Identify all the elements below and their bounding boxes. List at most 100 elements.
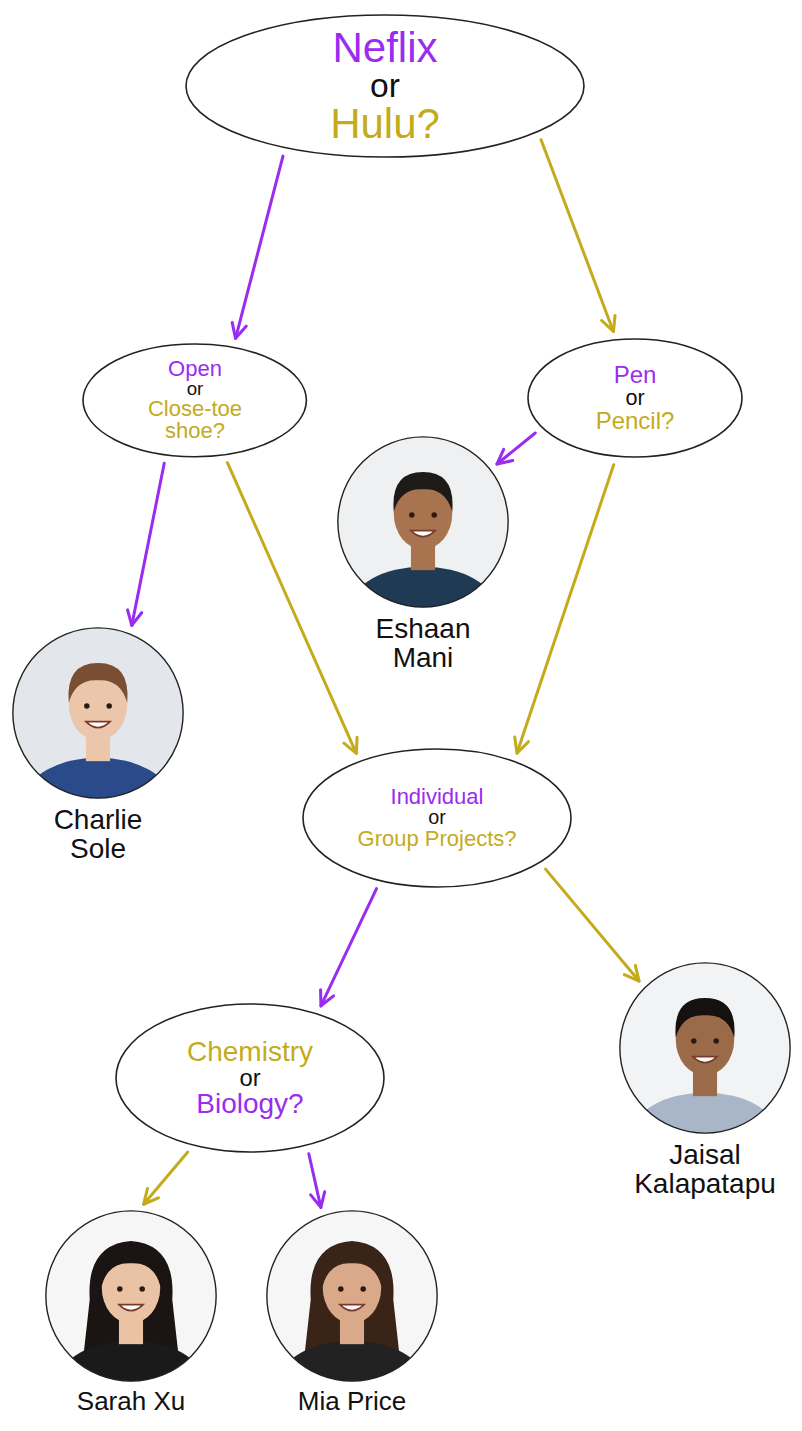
person-photo: Jaisal Kalapatapu (619, 962, 791, 1134)
text-line: or (358, 808, 517, 828)
portrait-illustration (45, 1210, 217, 1382)
person-photo: Charlie Sole (12, 627, 184, 799)
portrait (45, 1210, 217, 1423)
shoulders (351, 567, 495, 650)
ellipse-shape (186, 15, 584, 157)
portrait (337, 436, 509, 649)
text-line: Individual (358, 786, 517, 808)
smile (340, 1305, 364, 1311)
portrait (12, 627, 184, 840)
photo-outline (620, 963, 790, 1133)
hair-top (675, 998, 734, 1038)
branch-arrow (546, 869, 640, 981)
shoulders (26, 758, 170, 841)
text-line: Mia Price (298, 1388, 406, 1415)
text-line: or (187, 1066, 313, 1090)
hair-back (83, 1241, 179, 1361)
hair-top (101, 1246, 160, 1286)
name-holder: Charlie Sole (54, 805, 143, 864)
branch-arrow (321, 889, 377, 1006)
eye (338, 1286, 344, 1292)
person-name: Eshaan Mani (376, 614, 471, 673)
shoulders (59, 1341, 203, 1424)
branch-arrow (517, 465, 614, 753)
photo-outline (338, 437, 508, 607)
portrait (266, 1210, 438, 1423)
text-line: Eshaan (376, 614, 471, 643)
eye (360, 1286, 366, 1292)
ellipse-shape (116, 1004, 384, 1152)
question-text: Chemistry or Biology? (187, 1038, 313, 1118)
photo-outline (46, 1211, 216, 1381)
person-name: Charlie Sole (54, 805, 143, 864)
question-text: Open or Close-toe shoe? (148, 358, 242, 443)
hair-top (322, 1246, 381, 1286)
name-holder: Jaisal Kalapatapu (634, 1140, 776, 1199)
name-holder: Mia Price (298, 1388, 406, 1415)
shoulders (633, 1093, 777, 1176)
person-photo: Mia Price (266, 1210, 438, 1382)
person-name: Mia Price (298, 1388, 406, 1415)
name-holder: Sarah Xu (77, 1388, 185, 1415)
hair-top (68, 663, 127, 703)
eye (691, 1038, 697, 1044)
photo-outline (13, 628, 183, 798)
text-line: or (330, 69, 440, 103)
text-line: Charlie (54, 805, 143, 834)
branch-arrow (227, 463, 356, 754)
question-ellipse: Neflix or Hulu? (185, 14, 585, 158)
text-line: Mani (376, 643, 471, 672)
question-ellipse: Chemistry or Biology? (115, 1003, 385, 1153)
person-photo: Sarah Xu (45, 1210, 217, 1382)
text-line: Pen (596, 363, 675, 387)
branch-arrow (497, 433, 535, 464)
portrait-illustration (619, 962, 791, 1134)
smile (411, 531, 435, 537)
person-name: Sarah Xu (77, 1388, 185, 1415)
ellipse-shape (83, 344, 306, 457)
shoulders (280, 1341, 424, 1424)
question-ellipse: Individual or Group Projects? (302, 748, 572, 888)
eye (139, 1286, 145, 1292)
text-line: Close-toe (148, 398, 242, 420)
question-text: Individual or Group Projects? (358, 786, 517, 850)
eye (713, 1038, 719, 1044)
text-line: shoe? (148, 420, 242, 442)
question-text: Pen or Pencil? (596, 363, 675, 433)
eye (84, 703, 90, 709)
text-line: Hulu? (330, 103, 440, 145)
person-name: Jaisal Kalapatapu (634, 1140, 776, 1199)
person-photo: Eshaan Mani (337, 436, 509, 608)
text-line: Chemistry (187, 1038, 313, 1066)
hair-top (393, 472, 452, 512)
text-line: Jaisal (634, 1140, 776, 1169)
text-line: Neflix (330, 27, 440, 69)
text-line: Biology? (187, 1090, 313, 1118)
portrait-illustration (337, 436, 509, 608)
smile (119, 1305, 143, 1311)
branch-arrow (132, 463, 164, 625)
portrait-illustration (266, 1210, 438, 1382)
name-holder: Eshaan Mani (376, 614, 471, 673)
portrait-illustration (12, 627, 184, 799)
text-line: Kalapatapu (634, 1169, 776, 1198)
text-line: Sarah Xu (77, 1388, 185, 1415)
ellipse-shape (303, 749, 571, 887)
question-ellipse: Pen or Pencil? (527, 338, 743, 458)
smile (693, 1057, 717, 1063)
eye (409, 512, 415, 518)
eye (431, 512, 437, 518)
branch-arrow (236, 156, 283, 338)
photo-outline (267, 1211, 437, 1381)
hair-back (304, 1241, 400, 1361)
text-line: Group Projects? (358, 828, 517, 850)
branch-arrow (541, 140, 613, 332)
question-text: Neflix or Hulu? (330, 27, 440, 145)
text-line: or (148, 380, 242, 399)
question-ellipse: Open or Close-toe shoe? (82, 343, 307, 458)
eye (117, 1286, 123, 1292)
smile (86, 722, 110, 728)
branch-arrow (144, 1152, 188, 1204)
eye (106, 703, 112, 709)
